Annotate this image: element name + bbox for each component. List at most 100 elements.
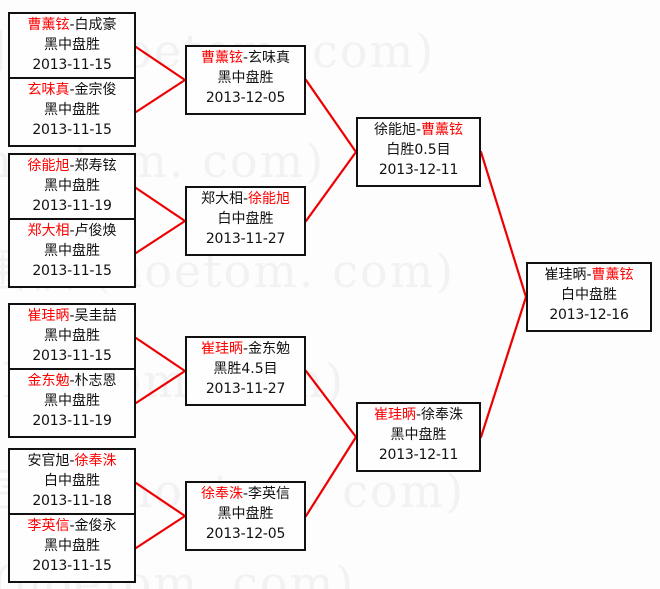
- match-date: 2013-12-05: [205, 525, 286, 542]
- player-separator: -: [415, 407, 422, 423]
- match-players: 曹薰铉-白成豪: [10, 16, 134, 36]
- player-name-right: 郑寿铉: [74, 158, 117, 174]
- player-name-left: 李英信: [27, 518, 70, 534]
- player-separator: -: [69, 223, 75, 239]
- match-result: 白胜0.5目: [386, 141, 451, 158]
- player-separator: -: [586, 267, 592, 283]
- match-box-r2-1[interactable]: 曹薰铉-玄味真 黑中盘胜 2013-12-05: [185, 45, 306, 115]
- match-date: 2013-11-27: [205, 230, 286, 247]
- match-result: 黑中盘胜: [44, 101, 100, 118]
- match-result: 白中盘胜: [217, 210, 274, 227]
- match-date: 2013-11-27: [205, 380, 286, 397]
- player-name-left: 崔珪昞: [200, 341, 243, 357]
- match-players: 徐奉洙-李英信: [187, 485, 304, 505]
- match-box-sf-2[interactable]: 崔珪昞-徐奉洙 黑中盘胜 2013-12-11: [356, 402, 481, 472]
- player-name-left: 崔珪昞: [544, 267, 587, 283]
- player-name-left: 曹薰铉: [27, 17, 70, 33]
- player-separator: -: [242, 191, 249, 207]
- match-box-r1-7[interactable]: 安官旭-徐奉洙 白中盘胜 2013-11-18: [8, 448, 136, 518]
- player-separator: -: [69, 518, 75, 534]
- match-players: 崔珪昞-曹薰铉: [528, 266, 650, 286]
- match-box-r2-3[interactable]: 崔珪昞-金东勉 黑胜4.5目 2013-11-27: [185, 336, 306, 406]
- player-name-left: 崔珪昞: [373, 407, 416, 423]
- connector-line: [134, 78, 187, 114]
- connector-line: [134, 186, 187, 223]
- player-name-right: 卢俊焕: [74, 223, 117, 239]
- connector-line: [134, 481, 187, 518]
- match-box-r1-5[interactable]: 崔珪昞-吴圭喆 黑中盘胜 2013-11-15: [8, 303, 136, 373]
- match-result: 黑中盘胜: [44, 36, 100, 53]
- player-name-left: 徐能旭: [27, 158, 70, 174]
- match-box-r2-2[interactable]: 郑大相-徐能旭 白中盘胜 2013-11-27: [185, 186, 306, 256]
- player-name-right: 玄味真: [248, 50, 291, 66]
- player-name-left: 玄味真: [27, 82, 70, 98]
- player-name-right: 曹薰铉: [591, 267, 634, 283]
- player-name-right: 李英信: [248, 486, 291, 502]
- match-players: 曹薰铉-玄味真: [187, 49, 304, 69]
- match-box-r1-6[interactable]: 金东勉-朴志恩 黑中盘胜 2013-11-19: [8, 368, 136, 438]
- match-result: 黑中盘胜: [44, 177, 100, 194]
- player-separator: -: [242, 50, 249, 66]
- match-date: 2013-12-11: [378, 161, 459, 178]
- match-result: 白中盘胜: [561, 286, 617, 303]
- connector-line: [134, 219, 187, 255]
- player-name-right: 徐能旭: [248, 191, 291, 207]
- connector-line: [304, 369, 358, 439]
- match-result: 黑中盘胜: [390, 426, 447, 443]
- match-date: 2013-11-19: [32, 197, 112, 214]
- match-result: 黑中盘胜: [44, 242, 100, 259]
- match-players: 安官旭-徐奉洙: [10, 452, 134, 472]
- match-date: 2013-11-19: [32, 412, 112, 429]
- match-date: 2013-11-15: [32, 121, 112, 138]
- match-box-r1-1[interactable]: 曹薰铉-白成豪 黑中盘胜 2013-11-15: [8, 12, 136, 82]
- match-date: 2013-11-15: [32, 557, 112, 574]
- connector-line: [304, 78, 358, 154]
- connector-line: [134, 514, 187, 550]
- match-result: 黑中盘胜: [44, 327, 100, 344]
- match-result: 黑中盘胜: [44, 537, 100, 554]
- player-name-left: 徐能旭: [373, 122, 416, 138]
- match-players: 崔珪昞-金东勉: [187, 340, 304, 360]
- connector-line: [304, 435, 358, 518]
- match-date: 2013-11-15: [32, 347, 112, 364]
- player-name-right: 曹薰铉: [421, 122, 464, 138]
- player-name-right: 徐奉洙: [421, 407, 464, 423]
- player-name-right: 金宗俊: [74, 82, 117, 98]
- match-box-r1-2[interactable]: 玄味真-金宗俊 黑中盘胜 2013-11-15: [8, 77, 136, 147]
- match-box-r1-3[interactable]: 徐能旭-郑寿铉 黑中盘胜 2013-11-19: [8, 153, 136, 223]
- match-result: 黑中盘胜: [44, 392, 100, 409]
- player-separator: -: [69, 373, 75, 389]
- match-box-r1-4[interactable]: 郑大相-卢俊焕 黑中盘胜 2013-11-15: [8, 218, 136, 288]
- match-result: 黑中盘胜: [217, 69, 274, 86]
- player-name-left: 徐奉洙: [200, 486, 243, 502]
- connector-line: [304, 150, 358, 223]
- match-box-sf-1[interactable]: 徐能旭-曹薰铉 白胜0.5目 2013-12-11: [356, 117, 481, 187]
- match-box-final[interactable]: 崔珪昞-曹薰铉 白中盘胜 2013-12-16: [526, 262, 652, 332]
- connector-line: [479, 150, 528, 299]
- match-date: 2013-12-05: [205, 89, 286, 106]
- player-name-right: 吴圭喆: [74, 308, 117, 324]
- match-players: 徐能旭-郑寿铉: [10, 157, 134, 177]
- match-date: 2013-11-18: [32, 492, 112, 509]
- player-separator: -: [69, 82, 75, 98]
- connector-line: [479, 295, 528, 439]
- player-name-left: 金东勉: [27, 373, 70, 389]
- player-separator: -: [69, 308, 75, 324]
- match-date: 2013-12-16: [549, 306, 629, 323]
- player-name-right: 朴志恩: [74, 373, 117, 389]
- player-name-right: 金东勉: [248, 341, 291, 357]
- connector-line: [134, 369, 187, 405]
- match-players: 崔珪昞-徐奉洙: [358, 406, 479, 426]
- player-separator: -: [242, 486, 249, 502]
- player-name-right: 金俊永: [74, 518, 117, 534]
- match-box-r2-4[interactable]: 徐奉洙-李英信 黑中盘胜 2013-12-05: [185, 481, 306, 551]
- player-separator: -: [69, 158, 75, 174]
- player-separator: -: [69, 453, 75, 469]
- player-name-left: 曹薰铉: [200, 50, 243, 66]
- player-name-left: 郑大相: [27, 223, 70, 239]
- player-name-left: 安官旭: [27, 453, 70, 469]
- match-box-r1-8[interactable]: 李英信-金俊永 黑中盘胜 2013-11-15: [8, 513, 136, 583]
- match-players: 郑大相-卢俊焕: [10, 222, 134, 242]
- match-date: 2013-11-15: [32, 262, 112, 279]
- player-name-left: 郑大相: [200, 191, 243, 207]
